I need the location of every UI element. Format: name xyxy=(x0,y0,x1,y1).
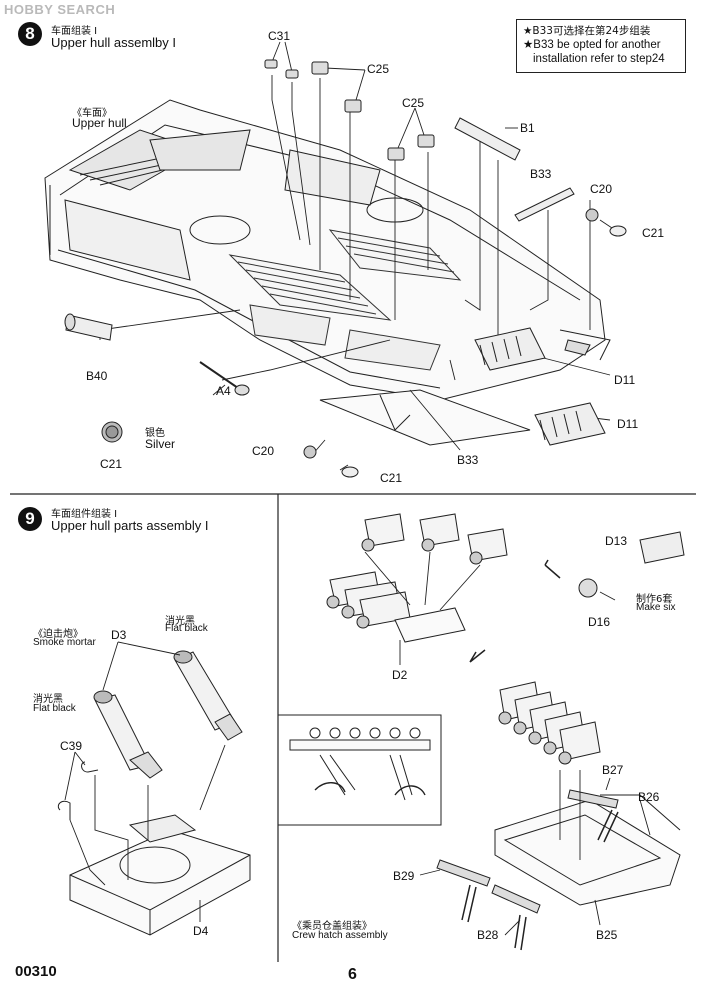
part-label-c21-b: C21 xyxy=(100,457,123,471)
smoke-mortar-label-en: Smoke mortar xyxy=(33,637,96,648)
part-label-b25: B25 xyxy=(596,928,618,942)
flat-black-label-en-a: Flat black xyxy=(33,703,76,714)
part-label-b40: B40 xyxy=(86,369,108,383)
step9-badge: 9 xyxy=(18,507,42,531)
part-label-d11-a: D11 xyxy=(614,373,636,387)
part-label-d4: D4 xyxy=(193,924,209,938)
part-label-c31: C31 xyxy=(268,29,291,43)
smoke-mortar-drawing xyxy=(57,650,251,936)
part-label-d11-b: D11 xyxy=(617,417,639,431)
step9-title-en: Upper hull parts assembly I xyxy=(51,518,209,533)
leader-lines-step9-left xyxy=(64,641,226,922)
upper-hull-drawing xyxy=(44,99,611,446)
product-code: 00310 xyxy=(15,963,57,980)
crew-hatch-label-cn: 《乘员仓盖组装》 xyxy=(292,921,372,932)
part-label-d16: D16 xyxy=(588,615,611,629)
small-parts-step8 xyxy=(64,59,627,478)
step9-title-cn: 车面组件组装 I xyxy=(51,509,118,520)
part-label-b1: B1 xyxy=(520,121,535,135)
part-label-d2: D2 xyxy=(392,668,408,682)
rear-hatch-drawing xyxy=(436,681,681,951)
part-label-c21-c: C21 xyxy=(380,471,403,485)
crew-hatch-inset-drawing xyxy=(289,727,431,801)
step8-title-en: Upper hull assemlby I xyxy=(51,35,176,50)
step8-note-box: ★B33可选择在第24步组装 ★B33 be opted for another… xyxy=(516,19,686,73)
part-label-d13: D13 xyxy=(605,534,628,548)
part-label-c25-a: C25 xyxy=(367,62,390,76)
upper-hull-label-cn: 《车面》 xyxy=(72,108,112,119)
note-line-en-2: installation refer to step24 xyxy=(533,53,665,65)
step8-title-cn: 车面组装 I xyxy=(51,26,98,37)
step8-badge: 8 xyxy=(18,22,42,46)
part-label-b28: B28 xyxy=(477,928,499,942)
note-line-en-1: ★B33 be opted for another xyxy=(523,39,661,51)
part-label-c20-b: C20 xyxy=(252,444,275,458)
silver-label-en: Silver xyxy=(145,437,176,451)
part-label-c21-a: C21 xyxy=(642,226,665,240)
make-six-label-cn: 制作6套 xyxy=(636,594,673,605)
smoke-discharger-drawing xyxy=(326,513,685,663)
part-label-b26: B26 xyxy=(638,790,660,804)
silver-label-cn: 银色 xyxy=(145,428,165,439)
crew-hatch-inset-frame xyxy=(277,714,442,826)
part-label-a4: A4 xyxy=(216,384,231,398)
leader-lines-step9-right xyxy=(364,551,616,665)
page-number: 6 xyxy=(348,966,357,983)
flat-black-label-cn-b: 消光黑 xyxy=(165,616,195,627)
crew-hatch-label-en: Crew hatch assembly xyxy=(292,930,388,941)
flat-black-label-en-b: Flat black xyxy=(165,623,208,634)
part-label-b29: B29 xyxy=(393,869,415,883)
part-label-b27: B27 xyxy=(602,763,624,777)
part-label-c39: C39 xyxy=(60,739,83,753)
watermark: HOBBY SEARCH xyxy=(4,2,116,17)
part-label-c20-a: C20 xyxy=(590,182,613,196)
make-six-label-en: Make six xyxy=(636,602,676,613)
upper-hull-label-en: Upper hull xyxy=(72,116,127,130)
leader-lines-step9-rear xyxy=(419,770,651,936)
part-label-b33-a: B33 xyxy=(530,167,552,181)
note-line-cn: ★B33可选择在第24步组装 xyxy=(523,25,651,37)
flat-black-label-cn-a: 消光黑 xyxy=(33,694,63,705)
part-label-b33-b: B33 xyxy=(457,453,479,467)
part-label-c25-b: C25 xyxy=(402,96,425,110)
smoke-mortar-label-cn: 《迫击炮》 xyxy=(33,629,83,640)
part-label-d3: D3 xyxy=(111,628,127,642)
